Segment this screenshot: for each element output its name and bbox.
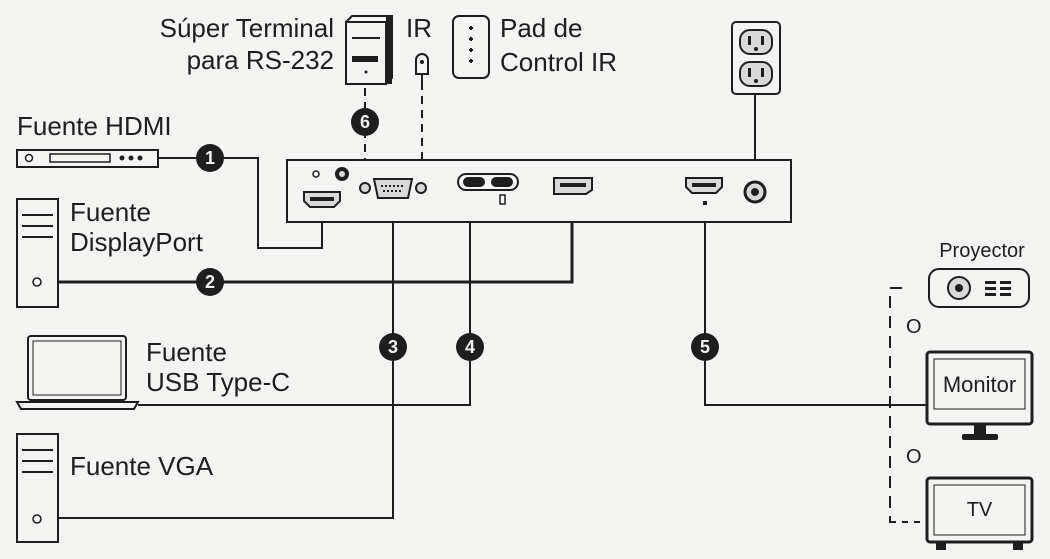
ir-pad-label-line2: Control IR [500, 47, 618, 77]
ir-pad-label-line1: Pad de [500, 13, 583, 43]
ir-label: IR [406, 13, 432, 43]
badge-hdmi-number: 1 [205, 148, 215, 168]
badge-vga: 3 [379, 333, 407, 361]
power-jack [743, 180, 767, 204]
cable-usbc [138, 192, 471, 406]
power-outlet-icon [731, 21, 781, 95]
monitor-icon [925, 350, 1034, 440]
displayport-port [553, 177, 593, 195]
projector-label: Proyector [939, 240, 1025, 262]
vga-port [359, 178, 427, 199]
ir-remote-pad-icon [452, 15, 490, 79]
status-led [312, 170, 320, 178]
ir-receiver-icon [415, 53, 429, 82]
badge-rs232: 6 [351, 108, 379, 136]
rs232-terminal-icon [345, 15, 393, 85]
badge-rs232-number: 6 [360, 112, 370, 132]
cable-vga [58, 198, 394, 519]
badge-displayport: 2 [196, 268, 224, 296]
badge-vga-number: 3 [388, 337, 398, 357]
displayport-source-device-icon [16, 198, 59, 308]
usbc-source-label-line1: Fuente [146, 337, 227, 367]
hdmi-source-device-icon [16, 149, 159, 168]
badge-usbc: 4 [456, 333, 484, 361]
hdmi-input-port [303, 191, 341, 208]
usbc-source-laptop-icon [15, 335, 140, 410]
rs232-terminal-label-line1: Súper Terminal [159, 13, 334, 43]
vga-source-device-icon [16, 433, 59, 543]
displayport-source-label-line1: Fuente [70, 197, 151, 227]
badges: 1 2 3 4 5 6 [196, 108, 719, 361]
cable-hdmi [158, 157, 323, 249]
or-label-2: O [906, 446, 922, 468]
usbc-ports [457, 173, 519, 205]
cable-output [704, 204, 930, 406]
projector-icon [928, 268, 1030, 308]
badge-output-number: 5 [700, 337, 710, 357]
displayport-source-label-line2: DisplayPort [70, 227, 203, 257]
badge-displayport-number: 2 [205, 272, 215, 292]
tv-icon [925, 476, 1034, 550]
badge-hdmi: 1 [196, 144, 224, 172]
hdmi-output-port [685, 177, 723, 205]
rs232-terminal-label-line2: para RS-232 [186, 45, 334, 75]
or-label-1: O [906, 316, 922, 338]
monitor-label: Monitor [942, 372, 1017, 397]
hdmi-source-label: Fuente HDMI [17, 111, 172, 141]
usbc-source-label-line2: USB Type-C [146, 367, 291, 397]
tv-label: TV [966, 499, 993, 521]
badge-usbc-number: 4 [465, 337, 475, 357]
output-bracket [889, 287, 902, 523]
badge-output: 5 [691, 333, 719, 361]
vga-source-label: Fuente VGA [70, 451, 214, 481]
switch-rear-panel [286, 159, 792, 223]
